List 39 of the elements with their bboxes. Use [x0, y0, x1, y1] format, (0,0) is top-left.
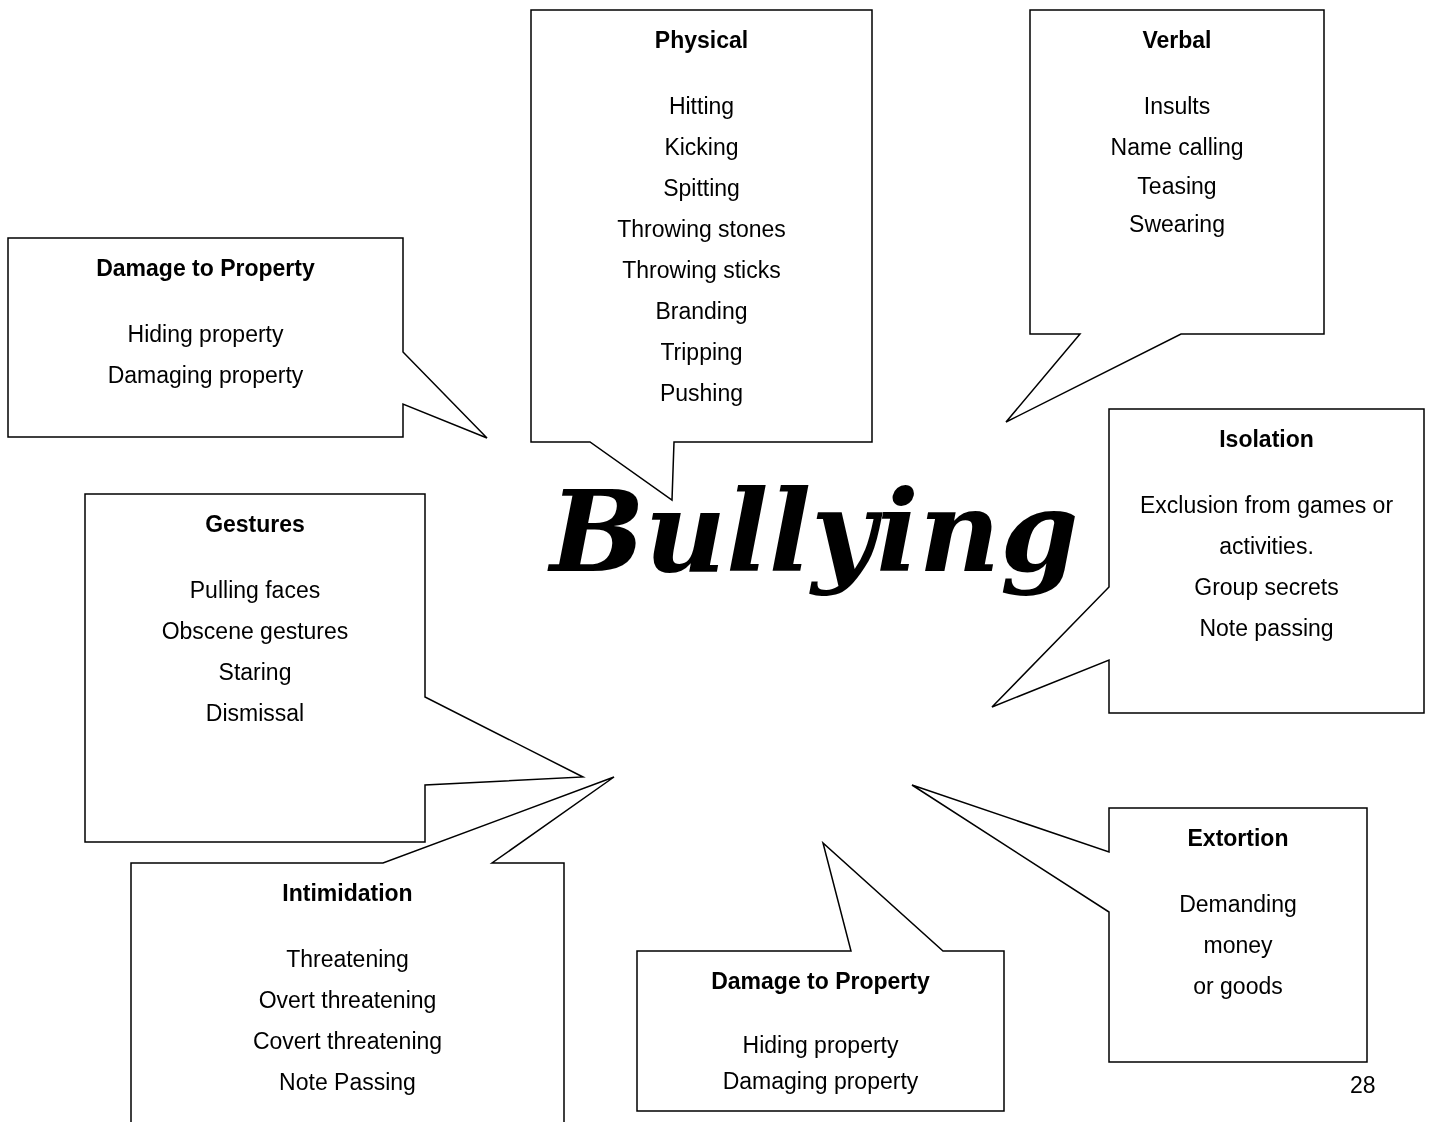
list-item: Swearing — [1128, 210, 1226, 239]
list-item: Spitting — [662, 174, 741, 203]
list-item: Note Passing — [278, 1068, 417, 1097]
bubble-heading: Damage to Property — [95, 254, 316, 283]
list-item: Note passing — [1198, 614, 1335, 643]
list-item: Pushing — [658, 379, 745, 408]
bubble-heading: Isolation — [1218, 425, 1315, 454]
list-item: Group secrets — [1193, 573, 1340, 602]
list-item: Branding — [654, 297, 749, 326]
list-item: Throwing sticks — [621, 256, 782, 285]
bubble-heading: Damage to Property — [710, 967, 931, 996]
list-item: Staring — [217, 658, 293, 687]
list-item: Teasing — [1136, 172, 1218, 201]
bubble-heading: Gestures — [204, 510, 306, 539]
list-item: Dismissal — [204, 699, 306, 728]
list-item: or goods — [1192, 972, 1284, 1001]
list-item: Hiding property — [126, 320, 285, 349]
list-item: Overt threatening — [257, 986, 438, 1015]
list-item: Pulling faces — [188, 576, 322, 605]
list-item: Hiding property — [741, 1031, 900, 1060]
bubble-heading: Intimidation — [281, 879, 414, 908]
list-item: Insults — [1142, 92, 1212, 121]
list-item: Tripping — [659, 338, 744, 367]
list-item: Throwing stones — [616, 215, 787, 244]
list-item: Damaging property — [721, 1067, 920, 1096]
list-item: Kicking — [663, 133, 740, 162]
list-item: Covert threatening — [251, 1027, 444, 1056]
page-number: 28 — [1350, 1072, 1376, 1099]
list-item: Demanding — [1178, 890, 1298, 919]
list-item: Obscene gestures — [160, 617, 350, 646]
list-item: money — [1202, 931, 1274, 960]
list-item: Exclusion from games or activities. — [1138, 491, 1395, 561]
list-item: Damaging property — [106, 361, 305, 390]
bubble-heading: Verbal — [1141, 26, 1213, 55]
list-item: Threatening — [285, 945, 410, 974]
list-item: Name calling — [1109, 133, 1245, 162]
list-item: Hitting — [667, 92, 736, 121]
bubble-heading: Extortion — [1186, 824, 1290, 853]
bubble-heading: Physical — [653, 26, 750, 55]
